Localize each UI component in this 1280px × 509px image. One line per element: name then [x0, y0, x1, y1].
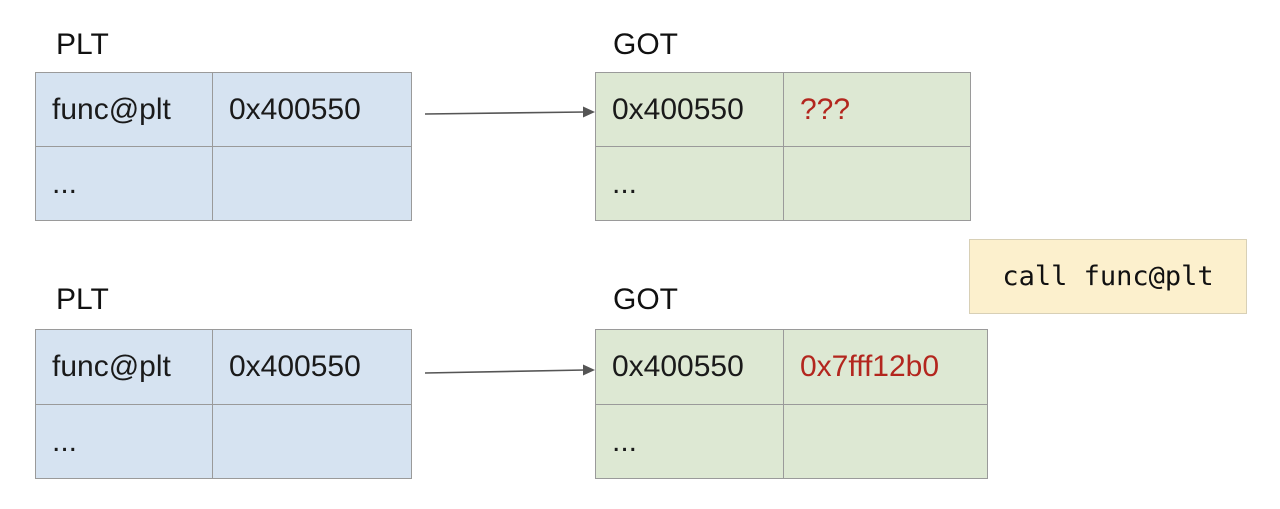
- call-instruction-text: call func@plt: [1002, 261, 1214, 292]
- bottom-plt-more-entries: ...: [35, 404, 213, 479]
- table-row: ...: [35, 404, 412, 479]
- top-got-more-entries: ...: [595, 146, 784, 221]
- bottom-got-more-entries: ...: [595, 404, 784, 479]
- top-got-entry-address: 0x400550: [595, 72, 784, 147]
- top-plt-entry-address: 0x400550: [212, 72, 412, 147]
- table-row: ...: [595, 146, 971, 221]
- call-instruction-box: call func@plt: [969, 239, 1247, 314]
- bottom-got-label: GOT: [613, 283, 678, 316]
- top-plt-to-got-arrow: [424, 111, 586, 115]
- bottom-plt-entry-name: func@plt: [35, 329, 213, 405]
- table-row: 0x400550 ???: [595, 72, 971, 147]
- table-row: func@plt 0x400550: [35, 329, 412, 405]
- top-plt-table: func@plt 0x400550 ...: [35, 72, 412, 221]
- top-plt-empty-cell: [212, 146, 412, 221]
- top-plt-more-entries: ...: [35, 146, 213, 221]
- bottom-plt-to-got-arrow: [424, 369, 586, 374]
- bottom-arrowhead-icon: [583, 364, 595, 376]
- table-row: func@plt 0x400550: [35, 72, 412, 147]
- top-plt-entry-name: func@plt: [35, 72, 213, 147]
- top-arrowhead-icon: [583, 106, 595, 118]
- top-got-unresolved-target: ???: [783, 72, 971, 147]
- table-row: ...: [595, 404, 988, 479]
- top-plt-label: PLT: [56, 28, 109, 61]
- top-got-empty-cell: [783, 146, 971, 221]
- top-got-table: 0x400550 ??? ...: [595, 72, 971, 221]
- bottom-got-empty-cell: [783, 404, 988, 479]
- bottom-plt-label: PLT: [56, 283, 109, 316]
- top-got-label: GOT: [613, 28, 678, 61]
- bottom-plt-table: func@plt 0x400550 ...: [35, 329, 412, 479]
- bottom-plt-entry-address: 0x400550: [212, 329, 412, 405]
- table-row: ...: [35, 146, 412, 221]
- bottom-got-table: 0x400550 0x7fff12b0 ...: [595, 329, 988, 479]
- bottom-plt-empty-cell: [212, 404, 412, 479]
